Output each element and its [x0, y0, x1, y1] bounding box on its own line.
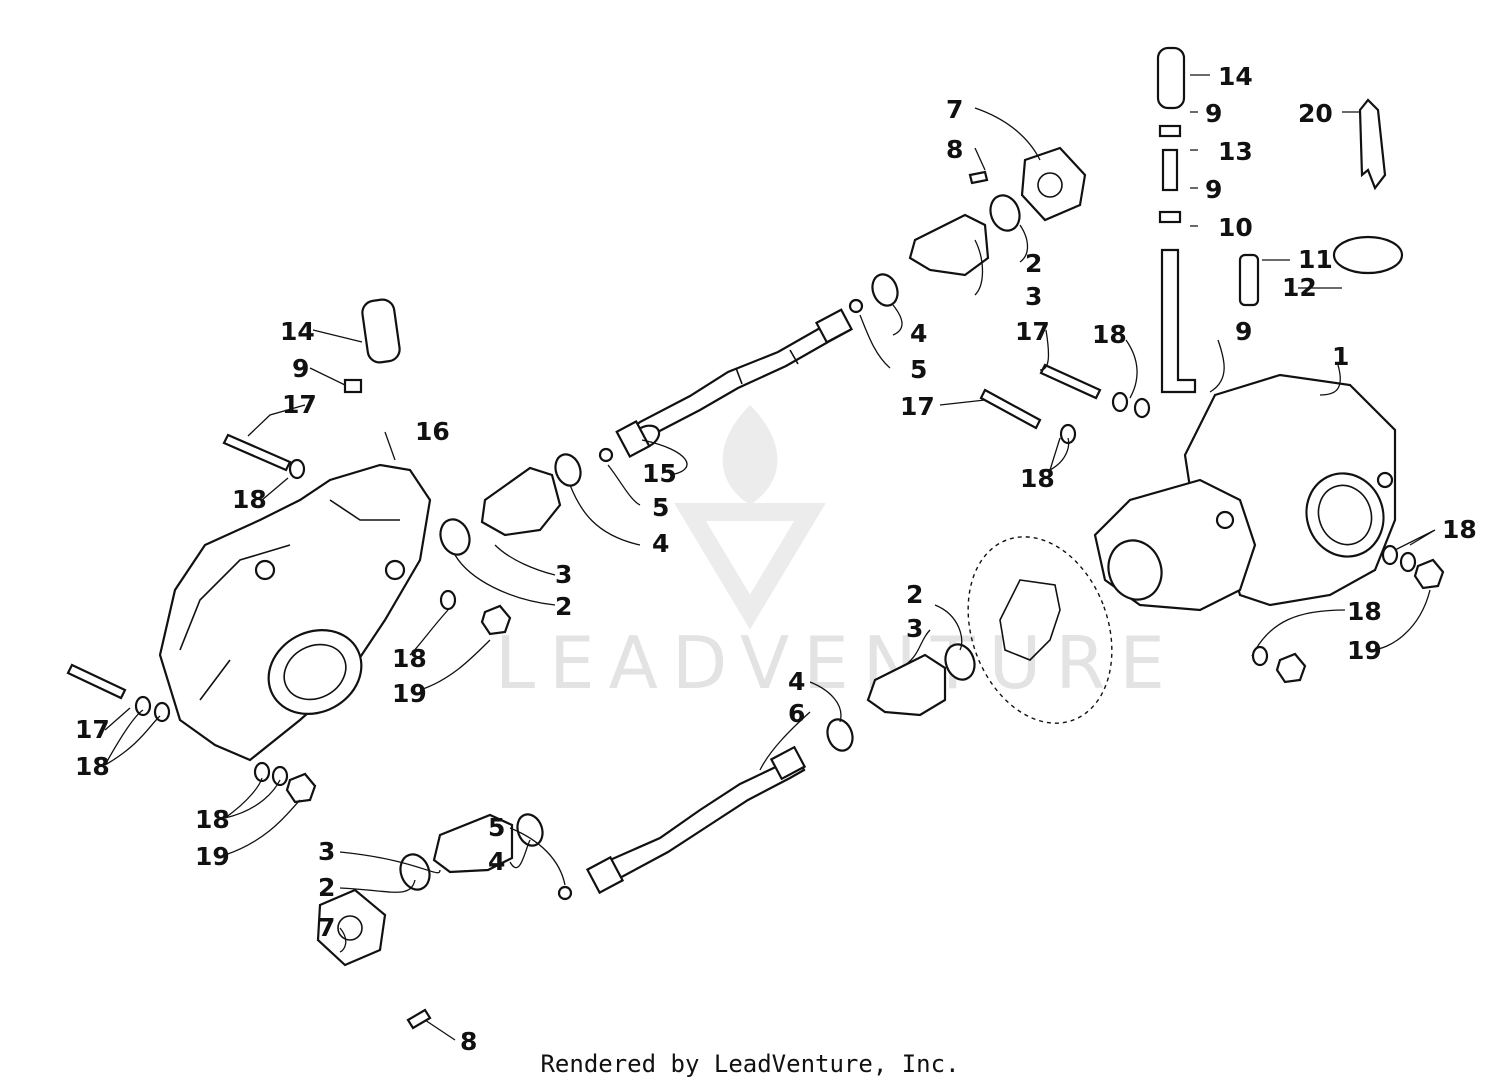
callout-17: 17: [282, 390, 317, 419]
callout-9: 9: [1205, 175, 1222, 204]
callout-5: 5: [488, 813, 505, 842]
callout-18: 18: [392, 644, 427, 673]
callout-19: 19: [1347, 636, 1382, 665]
callout-14: 14: [1218, 62, 1253, 91]
callout-5: 5: [652, 493, 669, 522]
footer-credit: Rendered by LeadVenture, Inc.: [540, 1050, 959, 1078]
callout-18: 18: [232, 485, 267, 514]
callout-2: 2: [555, 592, 572, 621]
callout-19: 19: [195, 842, 230, 871]
callout-9: 9: [1235, 317, 1252, 346]
bearing-retainers: [316, 146, 1087, 967]
callout-18: 18: [75, 752, 110, 781]
callout-18: 18: [1347, 597, 1382, 626]
callout-18: 18: [195, 805, 230, 834]
callout-9: 9: [1205, 99, 1222, 128]
callout-6: 6: [788, 699, 805, 728]
right-differential-housing: [1093, 373, 1397, 612]
watermark-flame-icon: [722, 405, 778, 505]
callout-2: 2: [906, 580, 923, 609]
callout-2: 2: [318, 873, 335, 902]
leader-lines: [104, 74, 1436, 1041]
callout-13: 13: [1218, 137, 1253, 166]
left-housing: [158, 463, 432, 762]
callout-5: 5: [910, 355, 927, 384]
callout-8: 8: [946, 135, 963, 164]
callout-3: 3: [1025, 282, 1042, 311]
callout-20: 20: [1298, 99, 1333, 128]
callout-11: 11: [1298, 245, 1333, 274]
breather-assembly: [343, 46, 1404, 394]
watermark: LEADVENTURE: [495, 405, 1179, 705]
callout-4: 4: [652, 529, 669, 558]
callout-10: 10: [1218, 213, 1253, 242]
part-drawings: [66, 46, 1445, 1041]
callout-17: 17: [1015, 317, 1050, 346]
fasteners: [66, 170, 1445, 1030]
callout-3: 3: [555, 560, 572, 589]
callout-15: 15: [642, 459, 677, 488]
callout-17: 17: [75, 715, 110, 744]
callout-4: 4: [788, 667, 805, 696]
callout-17: 17: [900, 392, 935, 421]
callout-18: 18: [1442, 515, 1477, 544]
callout-18: 18: [1020, 464, 1055, 493]
watermark-v-icon: [674, 503, 826, 630]
callout-labels: 14 9 13 9 10 11 12 20 7 8 2 3 4 5 17 18 …: [75, 62, 1477, 1056]
lower-axle-shaft: [585, 745, 807, 895]
watermark-text: LEADVENTURE: [495, 621, 1179, 705]
callout-7: 7: [318, 913, 335, 942]
callout-3: 3: [318, 837, 335, 866]
callout-16: 16: [415, 417, 450, 446]
callout-18: 18: [1092, 320, 1127, 349]
callout-8: 8: [460, 1027, 477, 1056]
callout-3: 3: [906, 614, 923, 643]
callout-4: 4: [910, 319, 927, 348]
callout-19: 19: [392, 679, 427, 708]
callout-2: 2: [1025, 249, 1042, 278]
clamp-rings: [399, 194, 1021, 891]
callout-7: 7: [946, 95, 963, 124]
callout-12: 12: [1282, 273, 1317, 302]
callout-9: 9: [292, 354, 309, 383]
callout-1: 1: [1332, 342, 1349, 371]
cv-boots: [432, 213, 990, 874]
callout-4: 4: [488, 847, 505, 876]
callout-14: 14: [280, 317, 315, 346]
